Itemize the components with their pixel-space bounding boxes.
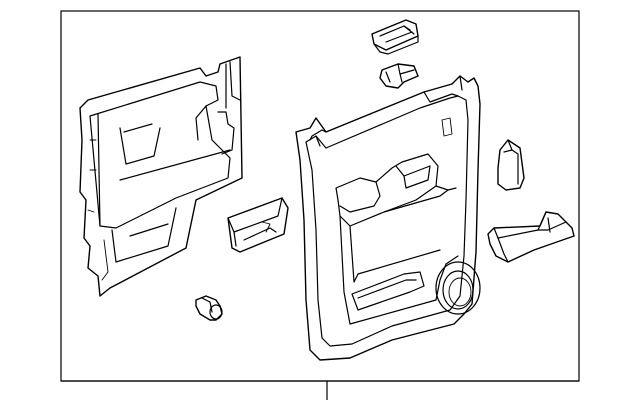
diagram-frame (60, 10, 580, 400)
pull-handle-cover (227, 197, 289, 253)
door-water-deflector (79, 56, 243, 297)
door-trim-panel (295, 75, 481, 361)
lock-switch-bezel (371, 19, 419, 55)
switch-button (379, 63, 419, 89)
push-retainer-clip (195, 295, 223, 321)
armrest-pad (487, 211, 575, 263)
bracket-upper (497, 139, 525, 191)
